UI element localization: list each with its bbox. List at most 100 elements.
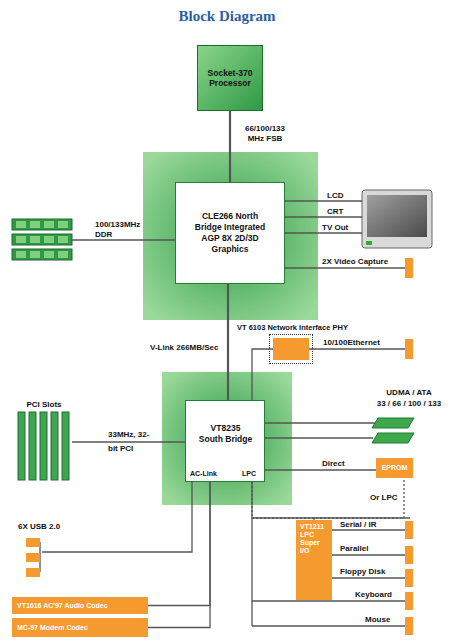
pci-slot [51, 412, 58, 480]
north-bridge-chip: CLE266 North Bridge Integrated AGP 8X 2D… [175, 182, 285, 284]
chip-name: VT8235 South Bridge [198, 423, 253, 445]
bus-line [148, 482, 210, 628]
display-label: CRT [327, 207, 343, 217]
ata-drives [372, 418, 414, 443]
memory-chip [58, 236, 68, 243]
bus-line [252, 482, 314, 520]
memory-stick [12, 234, 72, 245]
memory-chip [30, 251, 40, 258]
lcd-wire [285, 200, 362, 201]
display-label: TV Out [322, 223, 348, 233]
memory-chip [16, 221, 26, 228]
bus-label: 100/133MHz DDR [95, 220, 151, 240]
bus-line [227, 284, 229, 400]
usb-connector [26, 553, 40, 562]
bus-label: 33MHz, 32-bit PCI [108, 428, 154, 456]
pci-slots [18, 412, 69, 480]
port-label: Serial / IR [340, 520, 376, 530]
bus-label: Direct [322, 459, 345, 469]
drive-board [372, 418, 414, 428]
port-label: Keyboard [355, 590, 392, 600]
memory-chip [58, 221, 68, 228]
memory-stick [12, 219, 72, 230]
port-label: Floppy Disk [340, 567, 385, 577]
mouse-wire [252, 625, 405, 626]
memory-stick [12, 249, 72, 260]
super-io-chip: VT1211 LPC Super I/O [296, 520, 332, 600]
chip-name: EPROM [382, 464, 408, 472]
chip-name: Socket-370 Processor [200, 68, 260, 88]
monitor-illustration [362, 190, 432, 248]
memory-chip [16, 251, 26, 258]
bus-line [265, 469, 376, 470]
port-connectors [26, 258, 413, 635]
port-label: 10/100Ethernet [323, 338, 380, 348]
usb-wire [42, 482, 192, 552]
display-label: LCD [327, 191, 343, 201]
bus-line [229, 111, 231, 182]
port-connector [405, 617, 413, 635]
pci-slot [62, 412, 69, 480]
pin-label: AC-Link [190, 470, 217, 478]
bus-label: V-Link 266MB/Sec [150, 343, 218, 353]
port-label: Mouse [365, 615, 390, 625]
south-bridge-chip: VT8235 South BridgeAC-Link LPC [185, 400, 265, 482]
network-phy-chip: VT 6103 Network Interface PHY [273, 338, 309, 360]
bus-label: Or LPC [370, 493, 398, 503]
chip-name: MC-97 Modem Codec [17, 624, 88, 632]
ata-wire [265, 437, 373, 438]
chip-name: CLE266 North Bridge Integrated AGP 8X 2D… [192, 211, 268, 255]
port-label: 6X USB 2.0 [18, 522, 60, 532]
port-connector [405, 592, 413, 610]
drive-label: 33 / 66 / 100 / 133 [372, 399, 446, 409]
memory-chip [30, 221, 40, 228]
ps2-wire [251, 518, 252, 626]
pci-slot [18, 412, 25, 480]
port-connector [405, 521, 413, 539]
usb-connector [26, 568, 40, 577]
ethernet-wire [309, 348, 405, 349]
diagram-title: Block Diagram [0, 8, 454, 25]
drive-label: UDMA / ATA [372, 388, 446, 398]
keyboard-wire [252, 600, 405, 601]
chip-name: VT1616 AC'97 Audio Codec [17, 602, 108, 610]
memory-chip [44, 221, 54, 228]
port-connector [405, 258, 413, 278]
ata-wire [265, 422, 375, 423]
memory-chip [58, 251, 68, 258]
serial-wire [332, 529, 405, 530]
bus-label: 66/100/133 MHz FSB [238, 124, 292, 144]
pci-bus [72, 441, 185, 442]
port-connector [405, 339, 413, 359]
usb-connector [26, 538, 40, 547]
memory-sticks [12, 219, 72, 260]
memory-chips [16, 221, 68, 258]
chip-name: VT1211 LPC Super I/O [300, 523, 328, 555]
chip-name: VT 6103 Network Interface PHY [237, 323, 348, 332]
pci-slot [40, 412, 47, 480]
port-label: 2X Video Capture [322, 257, 388, 267]
video-capture-wire [285, 267, 405, 268]
port-connector [405, 546, 413, 564]
port-connector [405, 569, 413, 587]
drive-board [372, 433, 414, 443]
modem-codec-chip: MC-97 Modem Codec [12, 618, 148, 637]
floppy-wire [332, 577, 405, 578]
processor-box: Socket-370 Processor [197, 45, 263, 111]
power-light [366, 241, 372, 245]
pci-slot [29, 412, 36, 480]
monitor-frame [362, 190, 432, 248]
pin-label: LPC [242, 470, 256, 478]
eprom-chip: EPROM [376, 458, 413, 478]
audio-codec-chip: VT1616 AC'97 Audio Codec [12, 597, 148, 614]
memory-chip [44, 236, 54, 243]
slot-label: PCI Slots [8, 400, 80, 410]
optional-bus-line [252, 478, 404, 518]
tv-wire [285, 232, 362, 233]
memory-chip [30, 236, 40, 243]
crt-wire [285, 216, 362, 217]
port-label: Parallel [340, 544, 368, 554]
monitor-screen [367, 195, 427, 237]
